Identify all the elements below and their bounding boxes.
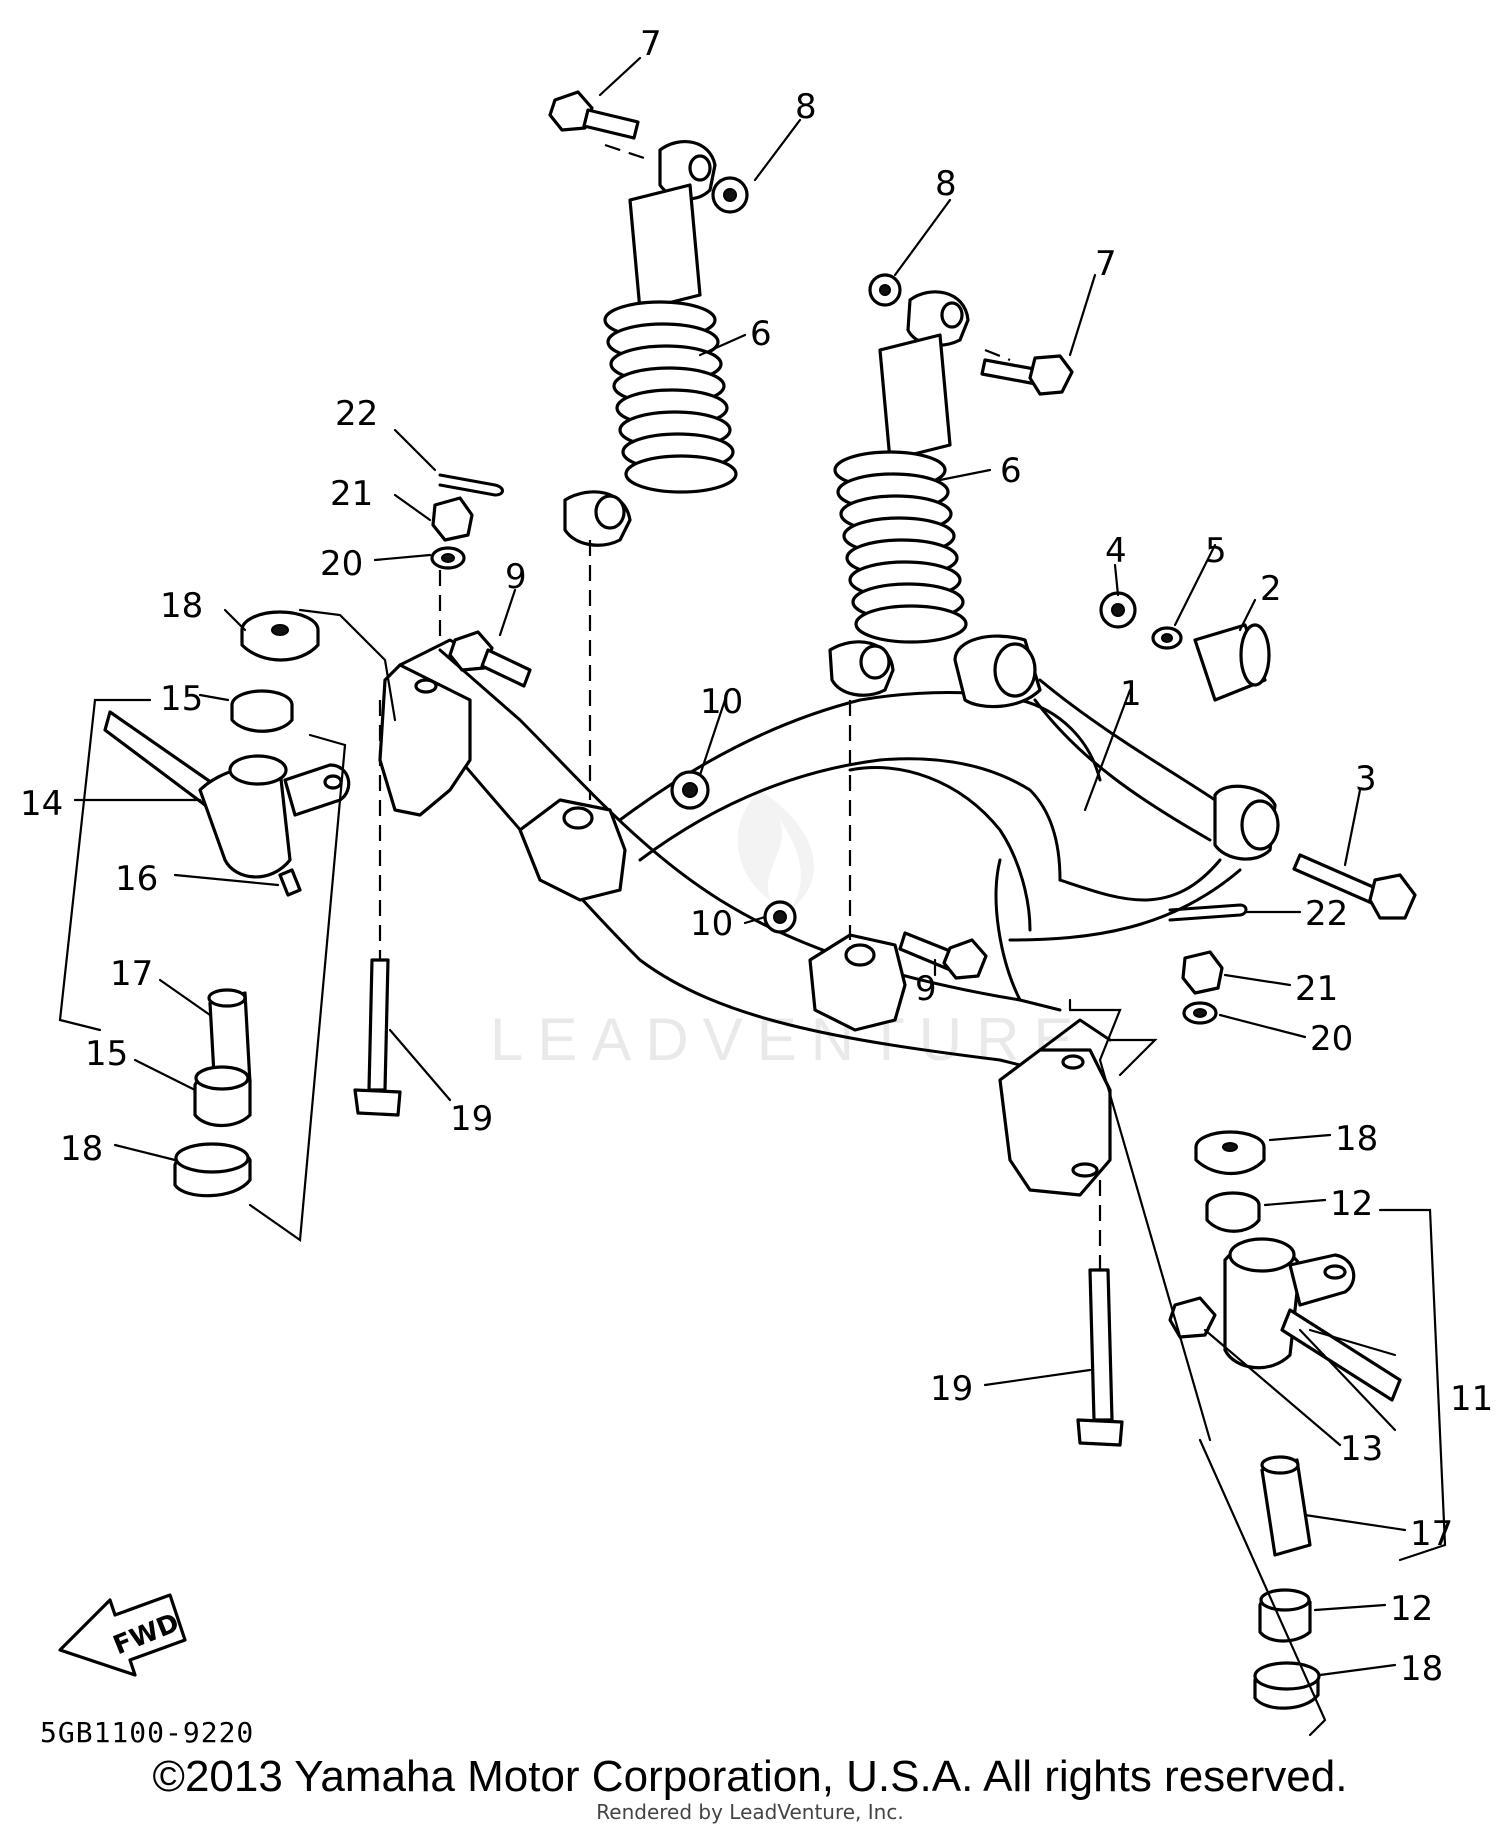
callout-20-left: 20 xyxy=(320,544,363,584)
copyright-notice: ©2013 Yamaha Motor Corporation, U.S.A. A… xyxy=(152,1752,1348,1801)
callout-19-right: 19 xyxy=(930,1369,973,1409)
callout-22-left: 22 xyxy=(335,394,378,434)
fwd-arrow-icon: FWD xyxy=(58,1593,187,1677)
callout-9-upper: 9 xyxy=(505,557,527,597)
callout-8-right: 8 xyxy=(935,164,957,204)
bolt-9-upper xyxy=(448,630,532,688)
callout-16: 16 xyxy=(115,859,158,899)
callout-3: 3 xyxy=(1355,759,1377,799)
cotter-pin-22-left xyxy=(438,473,504,497)
callout-18-lower-right: 18 xyxy=(1400,1649,1443,1689)
bolt-7-right xyxy=(980,354,1074,396)
callout-9-lower: 9 xyxy=(915,969,937,1009)
callout-19-left: 19 xyxy=(450,1099,493,1139)
callout-labels: 7 8 8 7 6 6 22 21 20 9 18 15 14 16 17 15… xyxy=(20,24,1493,1689)
callout-10-lower: 10 xyxy=(690,904,733,944)
callout-4: 4 xyxy=(1105,531,1127,571)
cotter-pin-22-right xyxy=(1168,903,1248,922)
callout-7-right: 7 xyxy=(1095,244,1117,284)
callout-13: 13 xyxy=(1340,1429,1383,1469)
kingpin-bolt-19-left xyxy=(353,958,402,1117)
bushing-2 xyxy=(1193,623,1271,702)
shock-spring-right xyxy=(833,450,968,644)
collar-17-right xyxy=(1260,1458,1312,1557)
callout-17-left: 17 xyxy=(110,954,153,994)
bolt-9-lower xyxy=(898,931,988,980)
callout-7-left: 7 xyxy=(640,24,662,64)
bolt-3 xyxy=(1292,853,1417,920)
front-axle-frame xyxy=(378,634,1280,1197)
bolt-7-left xyxy=(548,90,640,140)
bolt-13 xyxy=(1168,1296,1217,1339)
callout-1: 1 xyxy=(1120,674,1142,714)
render-credit: Rendered by LeadVenture, Inc. xyxy=(596,1800,904,1824)
callout-21-right: 21 xyxy=(1295,969,1338,1009)
callout-22-right: 22 xyxy=(1305,894,1348,934)
castle-nut-21-left xyxy=(431,496,474,542)
watermark-text: LEADVENTURE xyxy=(490,1006,1087,1073)
grease-nipple-16 xyxy=(278,868,302,897)
callout-20-right: 20 xyxy=(1310,1019,1353,1059)
leader-lines xyxy=(73,56,1407,1677)
callout-18-upper-right: 18 xyxy=(1335,1119,1378,1159)
callout-6-left: 6 xyxy=(750,314,772,354)
callout-2: 2 xyxy=(1260,569,1282,609)
callout-18-lower-left: 18 xyxy=(60,1129,103,1169)
callout-15-upper: 15 xyxy=(160,679,203,719)
callout-21-left: 21 xyxy=(330,474,373,514)
shock-absorber-left xyxy=(563,140,738,547)
watermark-flame-icon xyxy=(737,790,814,910)
kingpin-bolt-19-right xyxy=(1076,1268,1124,1447)
castle-nut-21-right xyxy=(1181,950,1224,995)
callout-14: 14 xyxy=(20,784,63,824)
callout-12-lower: 12 xyxy=(1390,1589,1433,1629)
callout-12-upper: 12 xyxy=(1330,1184,1373,1224)
callout-6-right: 6 xyxy=(1000,451,1022,491)
callout-15-lower: 15 xyxy=(85,1034,128,1074)
callout-10-upper: 10 xyxy=(700,682,743,722)
shock-spring-left xyxy=(603,300,738,494)
callout-18-upper-left: 18 xyxy=(160,586,203,626)
callout-8-left: 8 xyxy=(795,87,817,127)
drawing-code: 5GB1100-9220 xyxy=(40,1716,254,1749)
steering-knuckle-right-11 xyxy=(1223,1237,1402,1402)
steering-knuckle-left-14 xyxy=(103,710,351,879)
shock-absorber-right xyxy=(828,290,970,697)
callout-17-right: 17 xyxy=(1410,1514,1453,1554)
callout-5: 5 xyxy=(1205,531,1227,571)
callout-11: 11 xyxy=(1450,1379,1493,1419)
